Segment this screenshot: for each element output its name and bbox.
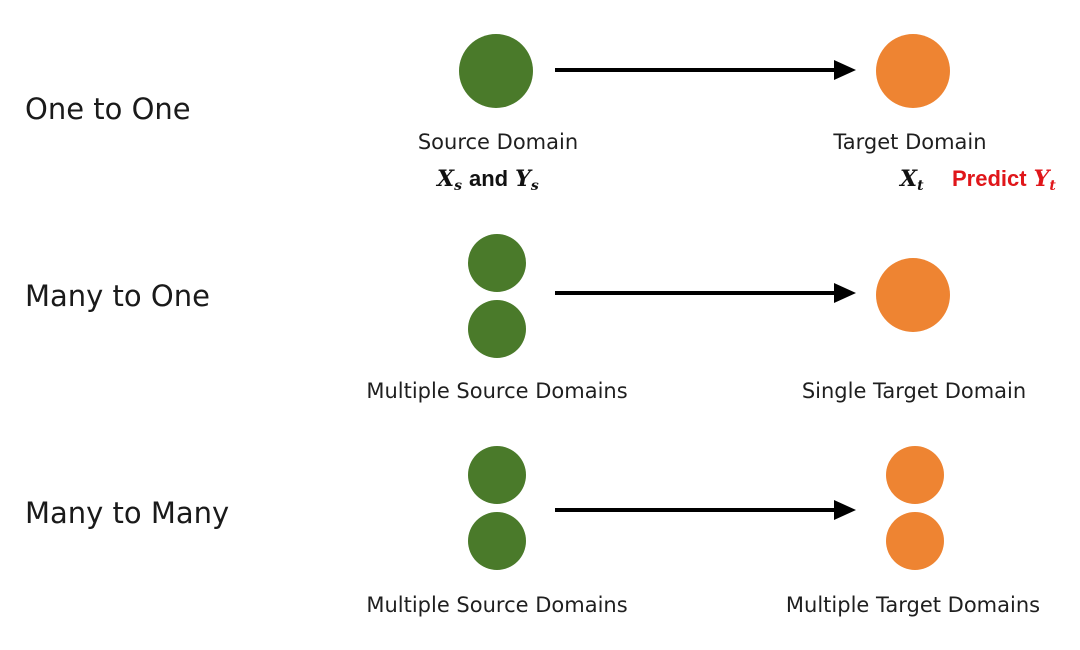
- row-label-many-to-many: Many to Many: [25, 496, 230, 530]
- source-x-symbol: X: [437, 166, 455, 192]
- arrow-one-to-one: [555, 60, 856, 80]
- predict-y-subscript: t: [1049, 178, 1056, 194]
- target-domain-circle: [876, 34, 950, 108]
- multiple-source-domains-caption: Multiple Source Domains: [366, 593, 628, 617]
- source-domain-circle: [468, 234, 526, 292]
- predict-y-symbol: Y: [1033, 166, 1050, 192]
- target-x-subscript: t: [917, 178, 924, 194]
- source-notation: Xs and Ys: [437, 166, 539, 194]
- source-y-symbol: Y: [515, 166, 531, 192]
- single-target-domain-caption: Single Target Domain: [801, 379, 1027, 403]
- target-domain-circle: [886, 512, 944, 570]
- predict-label: Predict Yt: [952, 166, 1056, 194]
- source-domain-circle: [468, 300, 526, 358]
- multiple-source-domains-caption: Multiple Source Domains: [366, 379, 628, 403]
- source-domain-caption: Source Domain: [417, 130, 579, 154]
- row-label-one-to-one: One to One: [25, 92, 191, 126]
- source-domain-circle: [468, 446, 526, 504]
- target-x-symbol: X: [900, 166, 918, 192]
- source-y-subscript: s: [530, 178, 539, 194]
- target-domain-circle: [886, 446, 944, 504]
- target-domain-caption: Target Domain: [833, 130, 987, 154]
- arrow-many-to-one: [555, 283, 856, 303]
- target-domain-circle: [876, 258, 950, 332]
- row-label-many-to-one: Many to One: [25, 279, 210, 313]
- source-x-subscript: s: [454, 178, 462, 194]
- and-word: and: [468, 166, 509, 191]
- predict-word: Predict: [952, 166, 1027, 191]
- arrow-many-to-many: [555, 500, 856, 520]
- target-notation: Xt: [900, 168, 924, 193]
- source-domain-circle: [468, 512, 526, 570]
- multiple-target-domains-caption: Multiple Target Domains: [785, 593, 1041, 617]
- source-domain-circle: [459, 34, 533, 108]
